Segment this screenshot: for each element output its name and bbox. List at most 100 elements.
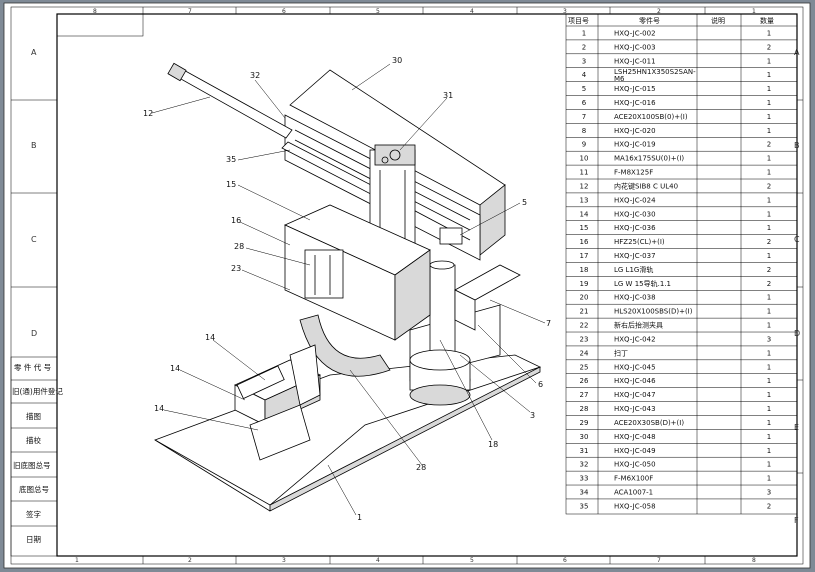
- bom-item-no: 8: [582, 127, 586, 135]
- bom-item-no: 1: [582, 29, 586, 37]
- bom-qty: 2: [767, 502, 771, 510]
- callout-18: 18: [488, 440, 498, 449]
- tb-signature: 签字: [26, 509, 41, 519]
- bom-qty: 1: [767, 447, 771, 455]
- callouts: 12 32 30 31 35 15 5 16 28 23 7 6: [143, 56, 551, 522]
- bom-qty: 1: [767, 377, 771, 385]
- bom-part-no: HXQ-JC-046: [614, 377, 656, 385]
- zone-bottom-1: 1: [75, 557, 79, 564]
- bom-qty: 1: [767, 155, 771, 163]
- bom-item-no: 30: [580, 433, 589, 441]
- bom-qty: 2: [767, 141, 771, 149]
- bom-part-no: HXQ-JC-024: [614, 196, 656, 204]
- tb-base-no: 底图总号: [19, 484, 49, 494]
- bom-item-no: 14: [580, 210, 589, 218]
- zone-top-8: 8: [93, 8, 97, 15]
- bom-part-no: HXQ-JC-030: [614, 210, 656, 218]
- callout-23: 23: [231, 264, 241, 273]
- bom-qty: 1: [767, 294, 771, 302]
- bom-part-no: HXQ-JC-045: [614, 363, 656, 371]
- arc-clamp: [299, 314, 391, 377]
- title-block: 零 件 代 号 旧(通)用件登记 描图 描校 旧底图总号 底图总号 签字 日期: [10, 356, 63, 557]
- zone-right-f: F: [794, 516, 799, 525]
- bom-qty: 1: [767, 127, 771, 135]
- zone-top-1: 1: [752, 8, 756, 15]
- zone-left-a: A: [31, 48, 37, 57]
- bom-item-no: 20: [580, 294, 589, 302]
- bom-qty: 1: [767, 113, 771, 121]
- bom-part-no: ACA1007-1: [614, 488, 653, 496]
- bom-qty: 1: [767, 308, 771, 316]
- bom-qty: 1: [767, 224, 771, 232]
- bom-part-no: HXQ-JC-002: [614, 29, 656, 37]
- bom-part-no: LG L1G滑轨: [614, 265, 653, 274]
- bom-qty: 1: [767, 71, 771, 79]
- zone-left-d: D: [31, 329, 37, 338]
- zone-top-4: 4: [470, 8, 474, 15]
- callout-12-top: 12: [143, 109, 153, 118]
- bom-item-no: 28: [580, 405, 589, 413]
- bom-part-no: HXQ-JC-058: [614, 502, 656, 510]
- tb-old-base-no: 旧底图总号: [13, 460, 51, 470]
- bom-qty: 1: [767, 391, 771, 399]
- zone-marks-top: 8 7 6 5 4 3 2 1: [93, 7, 756, 15]
- bom-qty: 1: [767, 29, 771, 37]
- bom-qty: 2: [767, 280, 771, 288]
- bom-item-no: 10: [580, 155, 589, 163]
- zone-left-c: C: [31, 235, 37, 244]
- zone-right-e: E: [794, 423, 799, 432]
- callout-35: 35: [226, 155, 236, 164]
- bom-qty: 3: [767, 488, 771, 496]
- callout-15: 15: [226, 180, 236, 189]
- bom-qty: 1: [767, 196, 771, 204]
- bom-item-no: 27: [580, 391, 589, 399]
- bom-qty: 1: [767, 475, 771, 483]
- bom-part-no: HXQ-JC-037: [614, 252, 656, 260]
- zone-bottom-7: 7: [657, 557, 661, 564]
- bom-item-no: 16: [580, 238, 589, 246]
- bom-qty: 1: [767, 405, 771, 413]
- zone-bottom-5: 5: [470, 557, 474, 564]
- clamp-cylinder: [304, 249, 344, 299]
- bom-item-no: 3: [582, 57, 586, 65]
- bom-qty: 1: [767, 252, 771, 260]
- zone-bottom-2: 2: [188, 557, 192, 564]
- bom-item-no: 6: [582, 99, 587, 107]
- callout-28-lower: 28: [416, 463, 426, 472]
- zone-top-2: 2: [657, 8, 661, 15]
- bom-qty: 3: [767, 335, 771, 343]
- callout-14-c: 14: [154, 404, 164, 413]
- zone-top-6: 6: [282, 8, 286, 15]
- bom-item-no: 26: [580, 377, 589, 385]
- bom-item-no: 15: [580, 224, 589, 232]
- callout-14-a: 14: [205, 333, 215, 342]
- callout-28-upper: 28: [234, 242, 244, 251]
- bom-grid: [566, 14, 797, 514]
- bom-part-no: HLS20X100SBS(D)+(I): [614, 308, 693, 316]
- bom-qty: 1: [767, 99, 771, 107]
- bom-qty: 1: [767, 349, 771, 357]
- callout-30: 30: [392, 56, 402, 65]
- bom-part-no: F-M6X100F: [614, 475, 653, 483]
- bom-qty: 1: [767, 419, 771, 427]
- table-row: 1 HXQ-JC-002 1: [582, 29, 771, 37]
